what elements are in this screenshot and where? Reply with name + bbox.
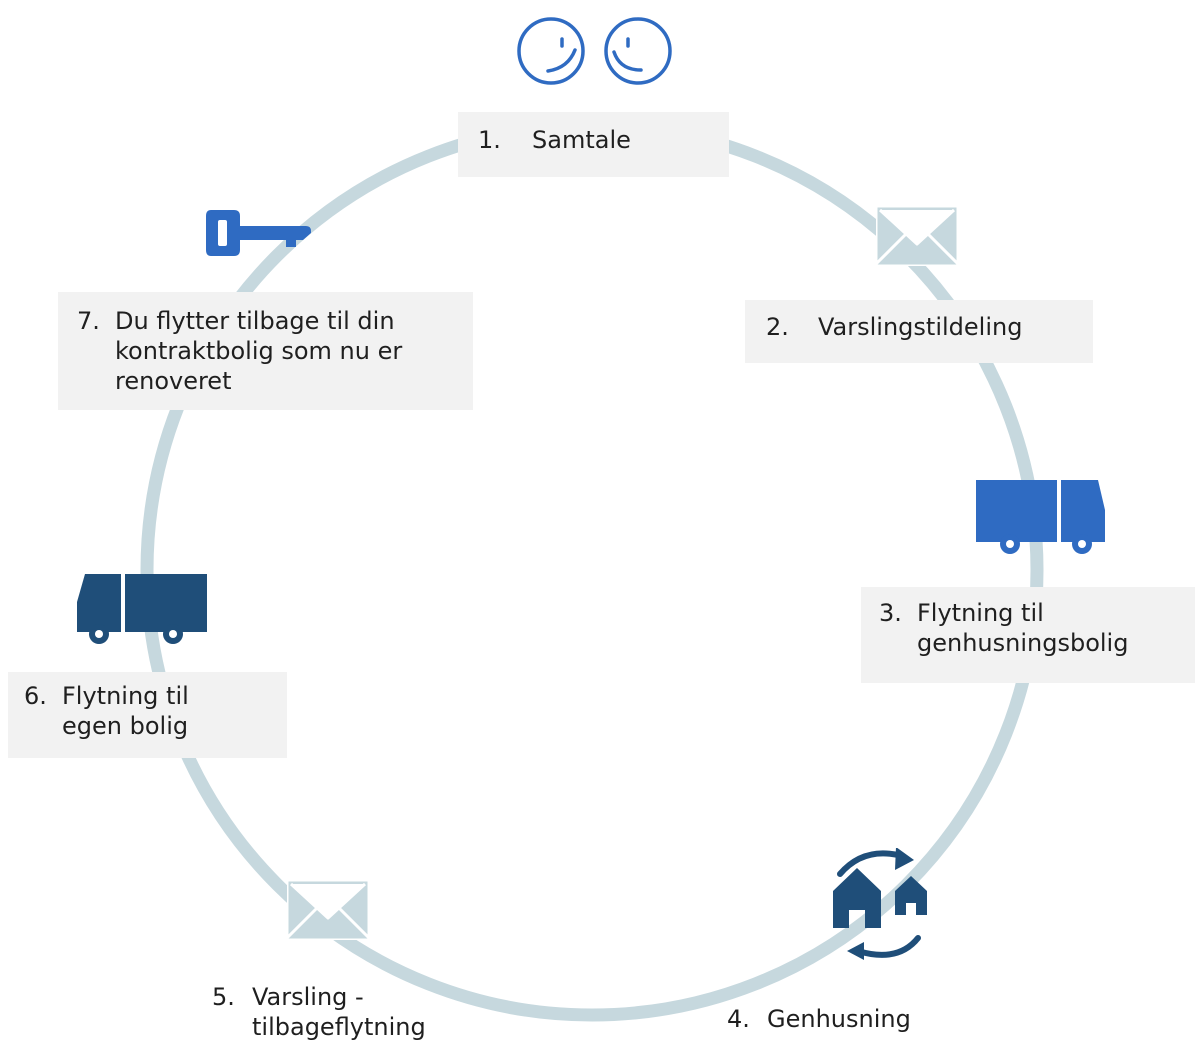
step-3-box — [861, 587, 1195, 683]
step-1-box — [458, 112, 729, 177]
step-3-label: 3. Flytning til genhusningsbolig — [879, 598, 1128, 658]
step-6-number: 6. — [24, 682, 47, 710]
step-1-label: 1. Samtale — [478, 125, 631, 155]
envelope-icon — [876, 206, 958, 266]
step-3-number: 3. — [879, 599, 902, 627]
step-5-number: 5. — [212, 983, 235, 1011]
envelope-icon — [287, 880, 369, 940]
step-6-box — [8, 672, 287, 758]
step-7-line-2: kontraktbolig som nu er — [115, 337, 403, 365]
step-2-line-1: Varslingstildeling — [818, 313, 1023, 341]
step-3-line-1: Flytning til — [917, 599, 1044, 627]
step-4-number: 4. — [727, 1005, 750, 1033]
step-5-line-2: tilbageflytning — [252, 1013, 426, 1041]
step-6-line-1: Flytning til — [62, 682, 189, 710]
step-6-label: 6. Flytning til egen bolig — [24, 681, 189, 741]
step-7-line-3: renoveret — [115, 367, 232, 395]
step-7-label: 7. Du flytter tilbage til din kontraktbol… — [77, 306, 402, 396]
step-7-box — [58, 292, 473, 410]
step-4-label: 4. Genhusning — [727, 1004, 911, 1034]
step-2-box — [745, 300, 1093, 363]
moving-truck-icon — [976, 480, 1105, 554]
step-2-label: 2. Varslingstildeling — [766, 312, 1022, 342]
house-swap-icon — [833, 848, 927, 960]
key-icon — [206, 210, 311, 256]
step-4-line-1: Genhusning — [767, 1005, 911, 1033]
two-smiley-faces-icon — [517, 17, 672, 85]
step-7-number: 7. — [77, 307, 100, 335]
moving-truck-icon — [77, 574, 207, 644]
step-3-line-2: genhusningsbolig — [917, 629, 1129, 657]
step-2-number: 2. — [766, 313, 789, 341]
step-6-line-2: egen bolig — [62, 712, 189, 740]
step-1-number: 1. — [478, 126, 501, 154]
step-1-line-1: Samtale — [532, 126, 631, 154]
step-7-line-1: Du flytter tilbage til din — [115, 307, 395, 335]
step-5-line-1: Varsling - — [252, 983, 364, 1011]
step-5-label: 5. Varsling - tilbageflytning — [212, 982, 426, 1042]
